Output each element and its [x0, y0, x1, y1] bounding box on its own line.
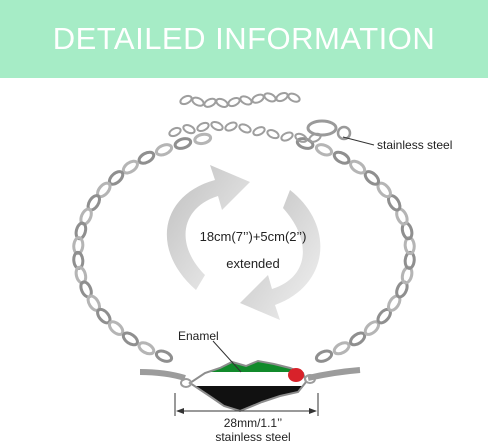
extender-link	[275, 91, 289, 103]
chain-link	[363, 170, 381, 186]
extender-link	[168, 126, 182, 138]
length-label: 18cm(7’’)+5cm(2’’)	[199, 229, 307, 244]
banner-title: DETAILED INFORMATION	[52, 21, 436, 56]
flag-map-charm-icon	[180, 359, 316, 413]
chain-link	[173, 137, 193, 150]
chain-link	[121, 331, 139, 347]
chain-link	[314, 349, 334, 363]
extender-chain	[168, 91, 322, 143]
rotation-arrows-icon	[166, 165, 321, 320]
extender-link	[251, 93, 265, 104]
chain-link	[107, 320, 125, 336]
clasp-material-label: stainless steel	[377, 138, 453, 152]
chain-link	[295, 137, 315, 150]
extender-link	[266, 129, 280, 140]
extender-link	[191, 96, 205, 107]
extender-link	[239, 95, 253, 106]
extender-link	[263, 92, 277, 103]
chain-link	[137, 150, 156, 165]
extender-link	[182, 124, 196, 135]
chain-link	[332, 341, 351, 356]
chain-link	[349, 331, 367, 347]
chain-link	[137, 341, 156, 356]
extender-link	[179, 94, 193, 106]
chain-link	[154, 143, 174, 157]
chain-link	[314, 143, 334, 157]
extender-link	[210, 120, 224, 132]
leader-line-enamel	[212, 340, 242, 373]
extender-link	[224, 121, 238, 132]
extender-link	[203, 97, 217, 108]
chain-link	[121, 159, 139, 175]
extender-link	[280, 131, 294, 142]
extender-link	[287, 92, 301, 103]
chain-link	[193, 132, 213, 146]
extender-link	[252, 126, 266, 137]
extended-label: extended	[226, 256, 280, 271]
dimension-marker	[174, 393, 319, 416]
chain-link	[332, 150, 351, 165]
extender-link	[227, 96, 241, 108]
extender-link	[196, 121, 210, 133]
extender-link	[215, 97, 229, 108]
extender-link	[238, 123, 252, 134]
leader-line-clasp	[342, 136, 375, 146]
chain-link	[154, 349, 174, 363]
bracelet-chain	[72, 132, 416, 363]
header-banner	[0, 0, 488, 78]
lobster-clasp-icon	[306, 119, 352, 141]
enamel-label: Enamel	[178, 329, 219, 343]
charm-size-label: 28mm/1.1’’	[223, 416, 283, 430]
charm-material-label: stainless steel	[215, 430, 291, 444]
chain-link	[349, 159, 367, 175]
extender-link	[294, 132, 308, 143]
